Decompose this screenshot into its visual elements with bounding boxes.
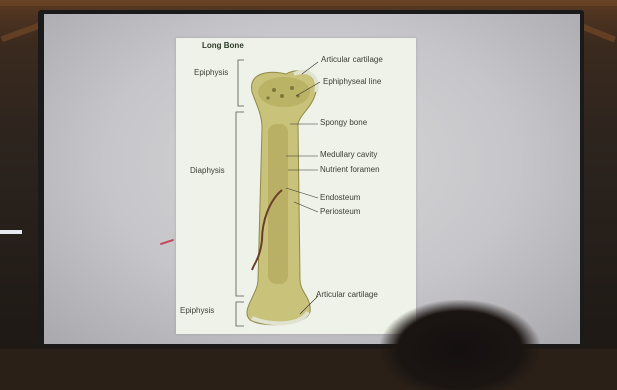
label-epiphyseal-line: Ephiphyseal line bbox=[323, 77, 381, 86]
epiphysis-bracket-top bbox=[238, 60, 244, 106]
audience-head-silhouette bbox=[380, 300, 540, 390]
spongy-bone-head bbox=[258, 77, 310, 107]
label-epiphysis-bottom: Epiphysis bbox=[180, 306, 214, 315]
label-articular-cartilage-bottom: Articular cartilage bbox=[316, 290, 378, 299]
label-endosteum: Endosteum bbox=[320, 193, 360, 202]
label-articular-cartilage-top: Articular cartilage bbox=[321, 55, 383, 64]
slide-title: Long Bone bbox=[202, 41, 244, 50]
long-bone-illustration bbox=[0, 0, 617, 349]
label-spongy-bone: Spongy bone bbox=[320, 118, 367, 127]
label-nutrient-foramen: Nutrient foramen bbox=[320, 165, 380, 174]
diaphysis-bracket bbox=[236, 112, 244, 296]
label-diaphysis: Diaphysis bbox=[190, 166, 225, 175]
label-medullary-cavity: Medullary cavity bbox=[320, 150, 377, 159]
label-epiphysis-top: Epiphysis bbox=[194, 68, 228, 77]
label-periosteum: Periosteum bbox=[320, 207, 360, 216]
epiphysis-bracket-bottom bbox=[236, 302, 244, 326]
